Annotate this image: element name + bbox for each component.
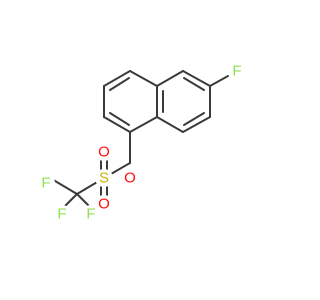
atom-label-layer: F O S O O F F F <box>37 62 246 223</box>
bond-c4a-c4 <box>129 70 158 87</box>
bond-c1-c8a <box>129 116 158 133</box>
atom-label-f-cf3-bottom-right: F <box>86 206 95 223</box>
bond-c6-f <box>209 75 229 87</box>
atom-label-f-ring: F <box>232 63 241 80</box>
bond-layer <box>49 70 229 211</box>
bond-c7-c8-double <box>183 112 205 126</box>
bond-c5-c6-double <box>183 77 205 91</box>
bond-c7-c8 <box>182 116 211 133</box>
atom-f-cf3-bottom-left: F <box>53 205 71 223</box>
atom-label-o-sulfonyl-bottom: O <box>98 196 110 213</box>
bond-c4-c3-double <box>109 77 130 91</box>
bond-c8-c8a <box>156 116 184 133</box>
bond-c5-c6 <box>182 70 211 87</box>
bond-c4-c3 <box>103 70 131 87</box>
bond-c2-c1-double <box>109 112 130 126</box>
bond-c4a-c5 <box>156 70 184 87</box>
atom-f-cf3-left: F <box>37 174 55 192</box>
atom-f-cf3-bottom-right: F <box>82 205 100 223</box>
atom-o-sulfonyl-top: O <box>95 143 113 161</box>
atom-o-sulfonyl-bottom: O <box>95 195 113 213</box>
atom-s: S <box>95 169 113 187</box>
atom-label-o-ester: O <box>124 170 136 187</box>
atom-label-o-sulfonyl-top: O <box>98 144 110 161</box>
atom-o-ester: O <box>121 169 139 187</box>
structure-canvas: F O S O O F F F <box>37 62 246 223</box>
atom-label-f-cf3-left: F <box>41 175 50 192</box>
atom-label-s: S <box>99 170 109 187</box>
atom-f-ring: F <box>228 62 246 80</box>
atom-label-f-cf3-bottom-left: F <box>57 206 66 223</box>
bond-c2-c1 <box>103 116 131 133</box>
